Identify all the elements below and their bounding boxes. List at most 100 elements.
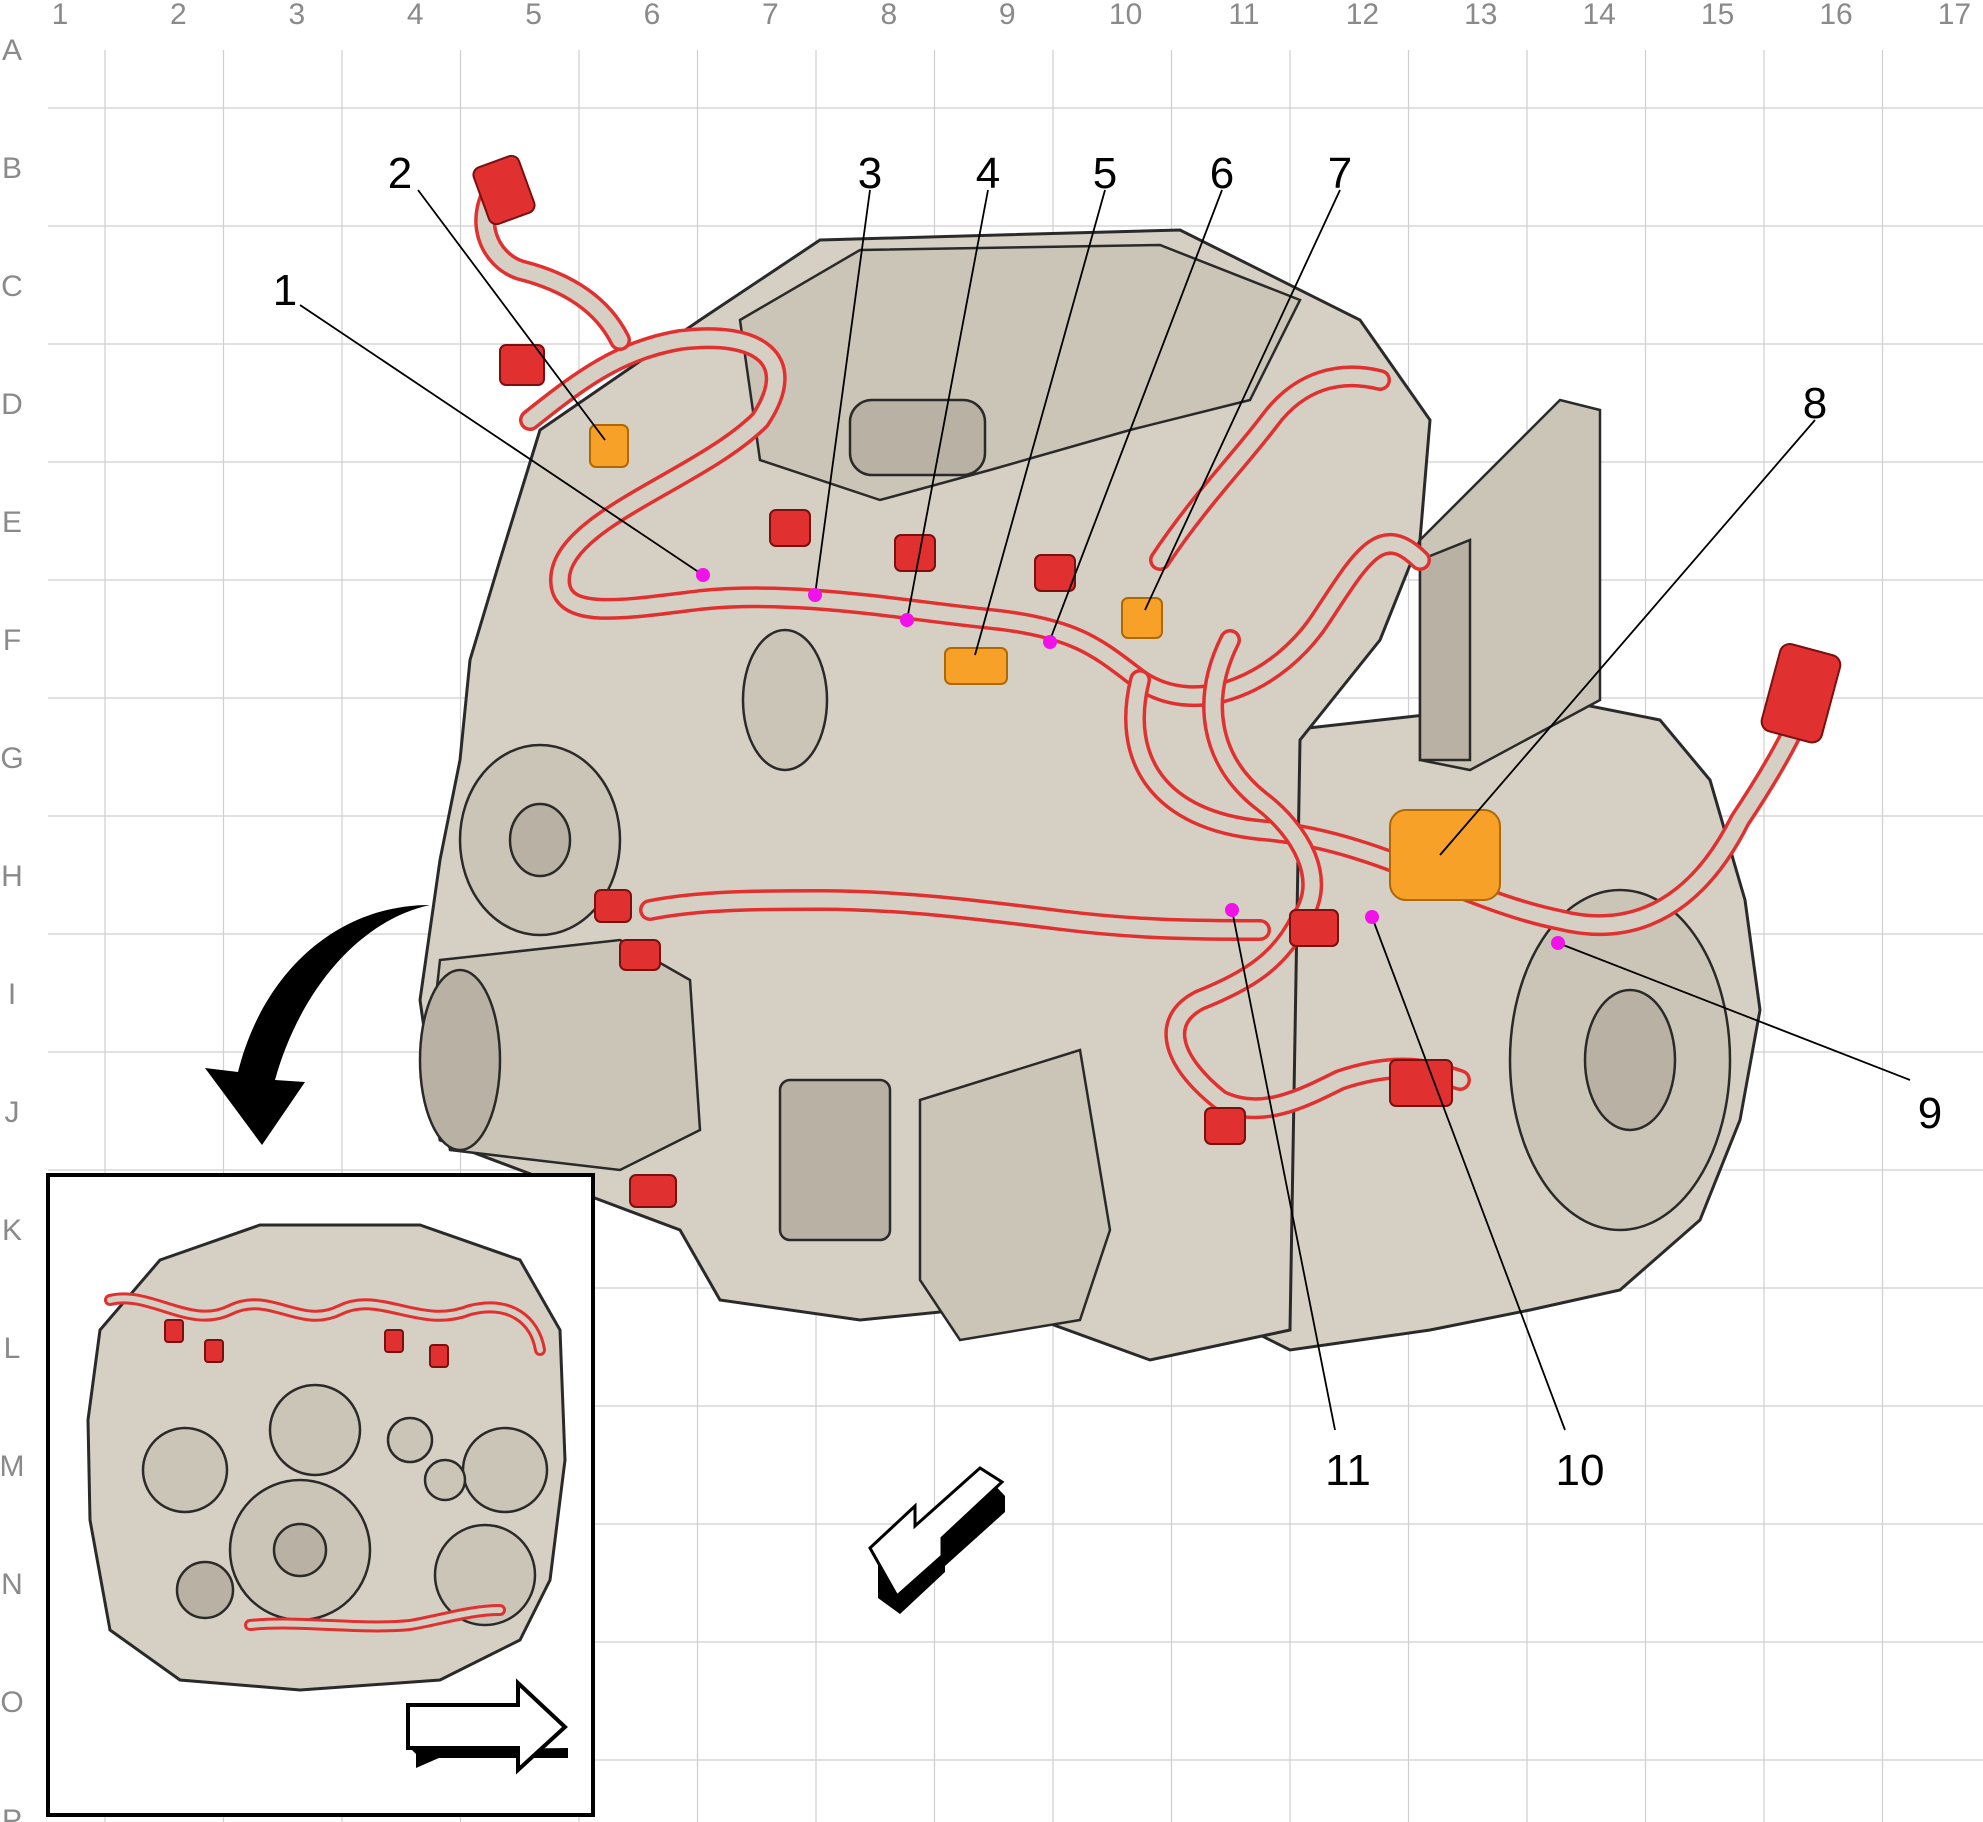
grid-row-label: O [0,1686,23,1719]
grid-row-label: H [1,860,23,893]
location-dot-5 [1043,635,1057,649]
connector-orange-2 [589,424,629,468]
grid-column-label: 13 [1464,0,1497,31]
grid-row-label: B [2,152,22,185]
connector-left-upper [499,344,545,386]
connector-orange-8 [1389,809,1501,901]
location-dot-3 [808,588,822,602]
grid-row-label: G [0,742,23,775]
inset-connector-1 [164,1319,184,1343]
location-dot-1 [696,568,710,582]
leader-7 [1144,189,1341,611]
inset-alternator-pulley [461,1426,549,1514]
intake-plenum-grille [848,398,987,477]
alternator-pulley [508,802,572,878]
callout-leader-lines [299,189,1911,1431]
connector-top-left [472,154,536,226]
grid-column-label: 14 [1583,0,1616,31]
connector-injector-2 [894,534,936,572]
connector-bottom-left [629,1174,677,1208]
callout-8: 8 [1803,379,1827,428]
grid-column-label: 11 [1228,0,1259,31]
location-dot-10 [1365,910,1379,924]
grid-column-label: 4 [407,0,424,31]
inset-idler-pulley [386,1416,434,1464]
wiring-harness [474,169,1821,1120]
callout-3: 3 [858,149,882,198]
callout-1: 1 [273,266,297,315]
location-dot-9 [1551,936,1565,950]
callout-6: 6 [1210,149,1234,198]
leader-11 [1231,909,1336,1431]
inset-connector-4 [429,1344,449,1368]
callout-11: 11 [1325,1446,1371,1495]
inset-compressor-pulley [433,1523,537,1627]
callout-9: 9 [1918,1089,1942,1138]
oil-cooler [778,1078,892,1242]
location-dot-11 [1225,903,1239,917]
callout-2: 2 [388,149,412,198]
grid-column-label: 3 [288,0,305,31]
leader-9 [1557,942,1911,1081]
grid-column-label: 15 [1701,0,1734,31]
grid-row-label: K [2,1214,22,1247]
inset-crank-hub [272,1522,328,1578]
grid-column-label: 5 [525,0,542,31]
grid-row-label: I [8,978,16,1011]
callout-10: 10 [1556,1446,1605,1495]
connector-lower-right [1389,1059,1453,1107]
leader-10 [1371,916,1566,1431]
grid-row-label: D [1,388,23,421]
inset-view [46,1173,595,1817]
inset-upper-pulley [268,1383,362,1477]
grid-column-label: 6 [644,0,661,31]
leader-4 [906,189,989,621]
location-dot-4 [900,613,914,627]
connector-lower-center [1204,1107,1246,1145]
grid-row-label: P [2,1804,22,1822]
inset-connector-3 [384,1329,404,1353]
leader-8 [1439,419,1816,856]
grid-column-label: 12 [1346,0,1379,31]
inset-left-pulley [141,1426,229,1514]
connector-10 [1289,909,1339,947]
engine-illustration [418,228,1762,1362]
grid-column-label: 8 [880,0,897,31]
leader-1 [299,304,704,576]
grid-row-label: A [2,34,22,67]
connector-orange-6 [1121,597,1163,639]
connector-injector-1 [769,509,811,547]
leader-6 [1049,189,1223,641]
leader-3 [814,189,871,596]
grid-row-label: C [1,270,23,303]
inset-lower-left-pulley [175,1560,235,1620]
inset-tensioner-pulley [423,1458,467,1502]
direction-arrow-icon [868,1466,1005,1614]
grid-column-label: 9 [999,0,1016,31]
callout-5: 5 [1093,149,1117,198]
grid-column-label: 1 [52,0,69,31]
grid-row-label: F [3,624,21,657]
grid-column-label: 16 [1819,0,1852,31]
grid-column-label: 2 [170,0,187,31]
grid-row-label: N [1,1568,23,1601]
connector-right-end [1760,643,1842,744]
grid-row-label: E [2,506,22,539]
callout-numbers: 1 2 3 4 5 6 7 8 9 10 11 [273,149,1942,1495]
ecm-connector-bank [1418,538,1472,762]
harness-connectors [472,154,1842,1208]
flywheel-center [1583,988,1677,1132]
curved-arrow-icon [205,905,430,1145]
leader-5 [974,189,1106,656]
connector-orange-4 [944,647,1008,685]
grid-column-label: 7 [762,0,779,31]
callout-7: 7 [1328,149,1352,198]
callout-4: 4 [976,149,1000,198]
grid-row-label: J [5,1096,20,1129]
grid-column-label: 10 [1109,0,1142,31]
ac-compressor-pulley [418,968,502,1152]
inset-direction-arrow-icon [406,1678,568,1775]
